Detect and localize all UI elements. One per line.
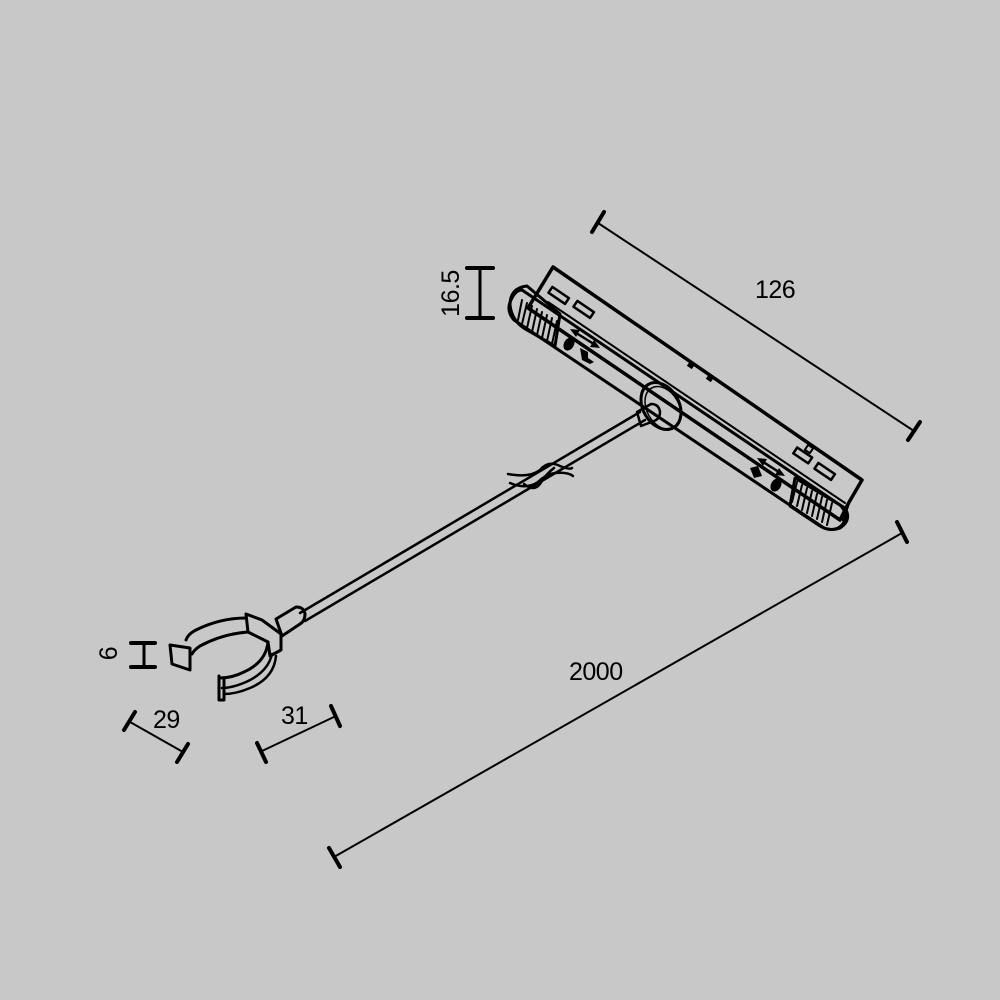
dimension-label-31: 31 <box>281 702 308 730</box>
left-double-arrow-icon <box>570 329 600 348</box>
dimension-line-16-5 <box>465 266 495 320</box>
cable-sleeve <box>274 605 307 638</box>
dimension-line-31 <box>255 704 342 764</box>
dimension-label-126: 126 <box>755 276 796 304</box>
pipe-clamp <box>168 612 283 702</box>
track-connector-body <box>507 265 864 532</box>
cable-socket <box>635 381 683 431</box>
left-grille <box>517 299 558 345</box>
suspension-cable <box>298 410 647 623</box>
dimension-line-126 <box>590 210 922 442</box>
right-double-arrow-icon <box>757 458 785 476</box>
right-grille <box>791 481 833 526</box>
dimension-label-29: 29 <box>153 706 180 734</box>
dimension-line-2000 <box>327 520 909 869</box>
dimension-label-16-5: 16.5 <box>436 270 465 317</box>
dimension-label-2000: 2000 <box>569 658 623 686</box>
cable-break-symbol <box>506 462 575 490</box>
dimension-label-6: 6 <box>95 646 124 661</box>
dimension-line-29 <box>122 710 190 764</box>
dimension-line-6 <box>129 641 157 669</box>
